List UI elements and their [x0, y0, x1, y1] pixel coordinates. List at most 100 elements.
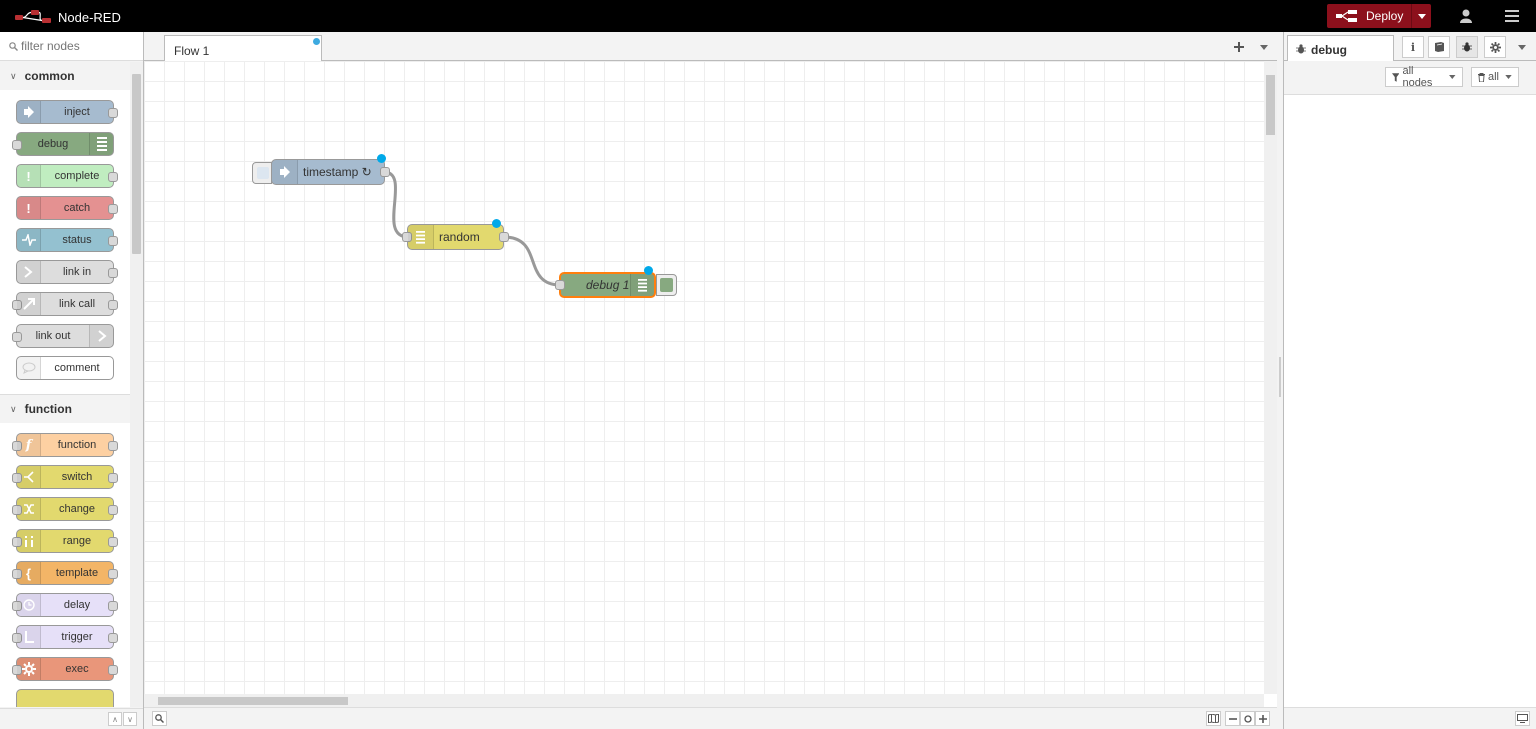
flow-node-debug-1[interactable]: debug 1 [555, 266, 656, 298]
palette-node-inject[interactable]: inject [16, 100, 118, 124]
header-bar: Node-RED Deploy [0, 0, 1536, 32]
palette-node-catch[interactable]: ! catch [16, 196, 118, 220]
input-port [12, 505, 22, 515]
palette-node-label: delay [63, 599, 91, 611]
debug-toolbar: all nodes all [1284, 61, 1536, 95]
debug-toggle-button[interactable] [656, 274, 677, 296]
filter-nodes-input[interactable] [21, 39, 136, 53]
wire [503, 235, 561, 287]
inject-icon [272, 160, 298, 184]
grip-icon [1279, 357, 1281, 397]
palette-node-partial [16, 689, 114, 707]
input-port[interactable] [555, 280, 565, 290]
palette-node-label: trigger [61, 631, 93, 643]
palette-node-link-out[interactable]: link out [12, 324, 114, 348]
minus-icon [1228, 717, 1237, 720]
palette-node-trigger[interactable]: trigger [12, 625, 118, 649]
flow-node-label: timestamp ↻ [303, 165, 372, 179]
palette-node-link-call[interactable]: link call [12, 292, 118, 316]
zoom-out-button[interactable] [1225, 711, 1240, 726]
bug-icon [1462, 42, 1472, 52]
shuffle-icon [17, 498, 41, 520]
tab-config-button[interactable] [1484, 36, 1506, 58]
palette-scroll-thumb[interactable] [132, 74, 141, 254]
input-port [12, 569, 22, 579]
palette-node-range[interactable]: range [12, 529, 118, 553]
canvas-horizontal-scrollbar[interactable] [144, 694, 1264, 707]
sidebar-tabs-menu-button[interactable] [1512, 37, 1532, 57]
search-icon [9, 41, 18, 51]
zoom-in-button[interactable] [1255, 711, 1270, 726]
tab-debug-button[interactable] [1456, 36, 1478, 58]
flow-node-timestamp[interactable]: timestamp ↻ [271, 154, 390, 185]
palette-node-link-in[interactable]: link in [16, 260, 118, 284]
output-port [108, 172, 118, 182]
search-flows-button[interactable] [152, 711, 167, 726]
palette-node-function[interactable]: f function [12, 433, 118, 457]
node-changed-indicator [644, 266, 653, 275]
chevron-up-icon: ∧ [112, 714, 118, 724]
inject-icon [17, 101, 41, 123]
main-menu-button[interactable] [1498, 4, 1526, 28]
hamburger-icon [1505, 10, 1519, 22]
switch-icon [17, 466, 41, 488]
input-port[interactable] [402, 232, 412, 242]
palette-node-change[interactable]: change [12, 497, 118, 521]
flow-node-label: random [439, 230, 480, 244]
deploy-menu-button[interactable] [1411, 4, 1431, 28]
palette-node-label: link out [35, 330, 71, 342]
palette-node-label: comment [54, 362, 100, 374]
debug-list-icon [630, 274, 654, 296]
navigator-button[interactable] [1206, 711, 1221, 726]
canvas-horizontal-thumb[interactable] [158, 697, 348, 705]
add-flow-button[interactable] [1229, 37, 1249, 57]
debug-list-icon [89, 133, 113, 155]
flow-node-random[interactable]: random [402, 219, 509, 250]
tab-info-button[interactable]: i [1402, 36, 1424, 58]
workspace: Flow 1 timestamp ↻ [144, 32, 1277, 729]
tab-help-button[interactable] [1428, 36, 1450, 58]
tab-label: debug [1311, 43, 1347, 57]
palette-node-status[interactable]: status [16, 228, 118, 252]
inject-trigger-button[interactable] [252, 162, 272, 184]
output-port[interactable] [380, 167, 390, 177]
output-port[interactable] [499, 232, 509, 242]
deploy-main-button[interactable]: Deploy [1327, 4, 1411, 28]
app-logo: Node-RED [14, 8, 121, 26]
palette-node-label: link call [58, 298, 96, 310]
curly-brace-icon: { [17, 562, 41, 584]
canvas-vertical-scrollbar[interactable] [1264, 61, 1277, 694]
palette-node-complete[interactable]: ! complete [16, 164, 118, 188]
plus-icon [1234, 42, 1244, 52]
exclamation-icon: ! [17, 197, 41, 219]
category-header-common[interactable]: ∨ common [0, 62, 130, 90]
expand-all-button[interactable]: ∨ [123, 712, 137, 726]
flow-list-button[interactable] [1254, 37, 1274, 57]
collapse-all-button[interactable]: ∧ [108, 712, 122, 726]
open-debug-window-button[interactable] [1515, 711, 1530, 726]
sidebar-tabs: debug i [1284, 32, 1536, 62]
app-title: Node-RED [58, 9, 121, 25]
category-header-function[interactable]: ∨ function [0, 395, 130, 423]
palette-node-template[interactable]: { template [12, 561, 118, 585]
palette-node-comment[interactable]: comment [16, 356, 114, 380]
filter-nodes-dropdown[interactable]: all nodes [1385, 65, 1463, 89]
user-menu-button[interactable] [1452, 4, 1480, 28]
palette-node-label: inject [64, 106, 90, 118]
palette-scrollbar[interactable] [130, 62, 143, 707]
palette-node-switch[interactable]: switch [12, 465, 118, 489]
palette-node-debug[interactable]: debug [12, 132, 114, 156]
canvas-vertical-thumb[interactable] [1266, 75, 1275, 135]
clear-messages-dropdown[interactable]: all [1471, 67, 1519, 87]
tab-debug[interactable]: debug [1287, 35, 1394, 62]
palette-node-delay[interactable]: delay [12, 593, 118, 617]
trash-icon [1478, 72, 1485, 82]
sidebar-resize-handle[interactable] [1277, 32, 1283, 729]
zoom-reset-button[interactable] [1240, 711, 1255, 726]
tab-flow-1[interactable]: Flow 1 [164, 35, 322, 62]
plus-icon [1258, 714, 1267, 723]
bug-icon [1296, 44, 1306, 54]
deploy-button[interactable]: Deploy [1327, 4, 1431, 28]
flow-canvas[interactable]: timestamp ↻ random debug 1 [144, 61, 1264, 694]
palette-node-exec[interactable]: exec [12, 657, 118, 681]
